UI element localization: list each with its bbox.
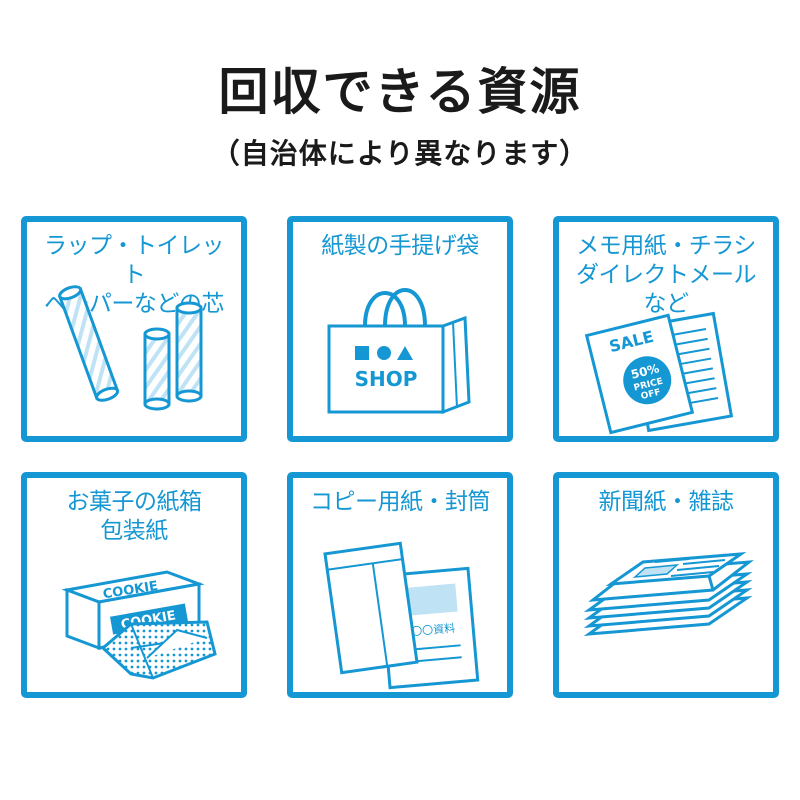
document-text: 〇〇資料	[411, 621, 456, 639]
card-paper-roll-cores: ラップ・トイレット ペーパーなどの芯	[21, 216, 247, 442]
card-label: メモ用紙・チラシ ダイレクトメール など	[576, 233, 757, 317]
card-label: 新聞紙・雑誌	[598, 489, 735, 515]
badge-text-3: OFF	[640, 388, 662, 403]
page-subtitle: （自治体により異なります）	[211, 137, 589, 170]
newspaper-icon	[583, 552, 754, 636]
card-copy-paper-envelope: コピー用紙・封筒 〇〇資料	[287, 472, 513, 698]
page-title: 回収できる資源	[218, 63, 582, 121]
badge-text-1: 50%	[629, 361, 660, 382]
card-label: コピー用紙・封筒	[310, 489, 491, 515]
cookie-box-icon: COOKIE COOKIE	[61, 570, 217, 680]
card-newspaper-magazine: 新聞紙・雑誌	[553, 472, 779, 698]
paper-roll-core-icon	[57, 285, 203, 411]
card-flyers: メモ用紙・チラシ ダイレクトメール など SALE 50% PRICE OFF	[553, 216, 779, 442]
flyer-icon: SALE 50% PRICE OFF	[584, 311, 734, 435]
bag-text: SHOP	[355, 367, 418, 391]
card-cookie-box: お菓子の紙箱 包装紙 COOKIE COOKIE	[21, 472, 247, 698]
envelope-document-icon: 〇〇資料	[323, 541, 480, 690]
card-label: お菓子の紙箱 包装紙	[66, 489, 203, 544]
paper-shopping-bag-icon: SHOP	[327, 288, 471, 415]
card-label: 紙製の手提げ袋	[321, 233, 479, 259]
card-paper-bag: 紙製の手提げ袋 SHOP	[287, 216, 513, 442]
